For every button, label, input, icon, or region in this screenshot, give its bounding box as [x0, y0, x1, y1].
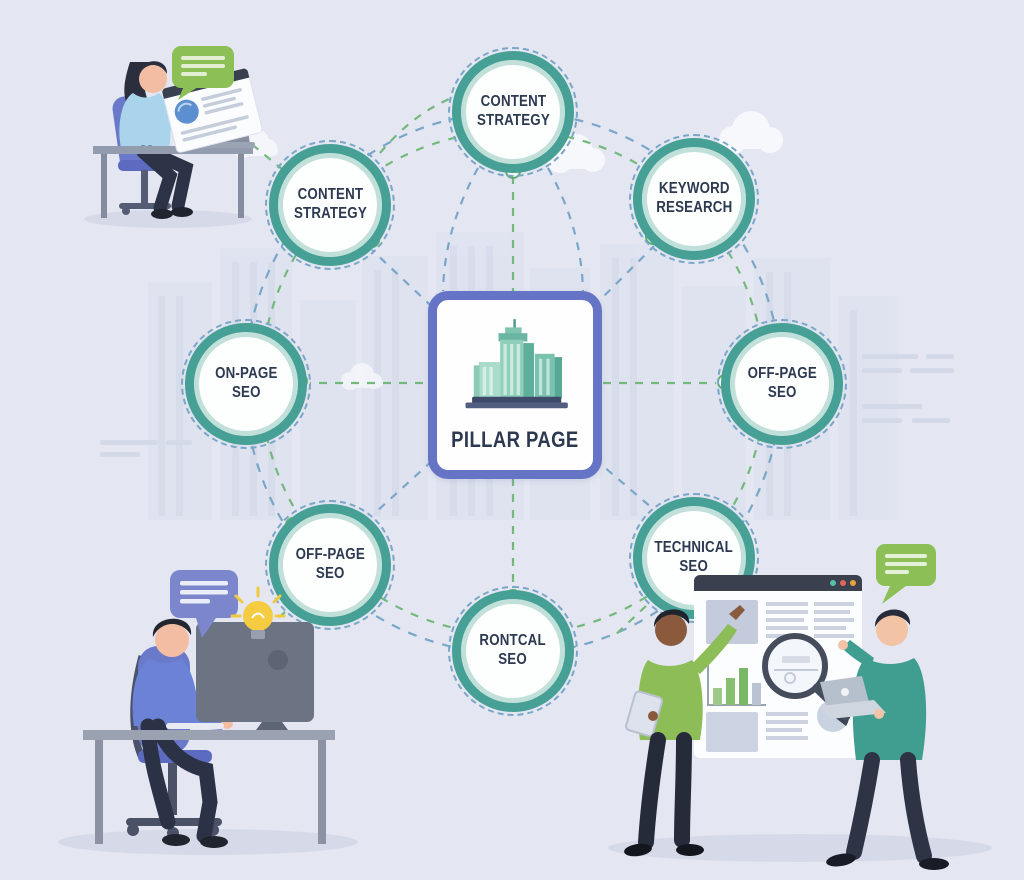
background-text-dashes: [100, 354, 954, 457]
pillar-page-card: PILLAR PAGE: [428, 291, 602, 479]
pillar-page-label: PILLAR PAGE: [451, 427, 579, 452]
skyscraper-building-icon: [465, 319, 568, 409]
